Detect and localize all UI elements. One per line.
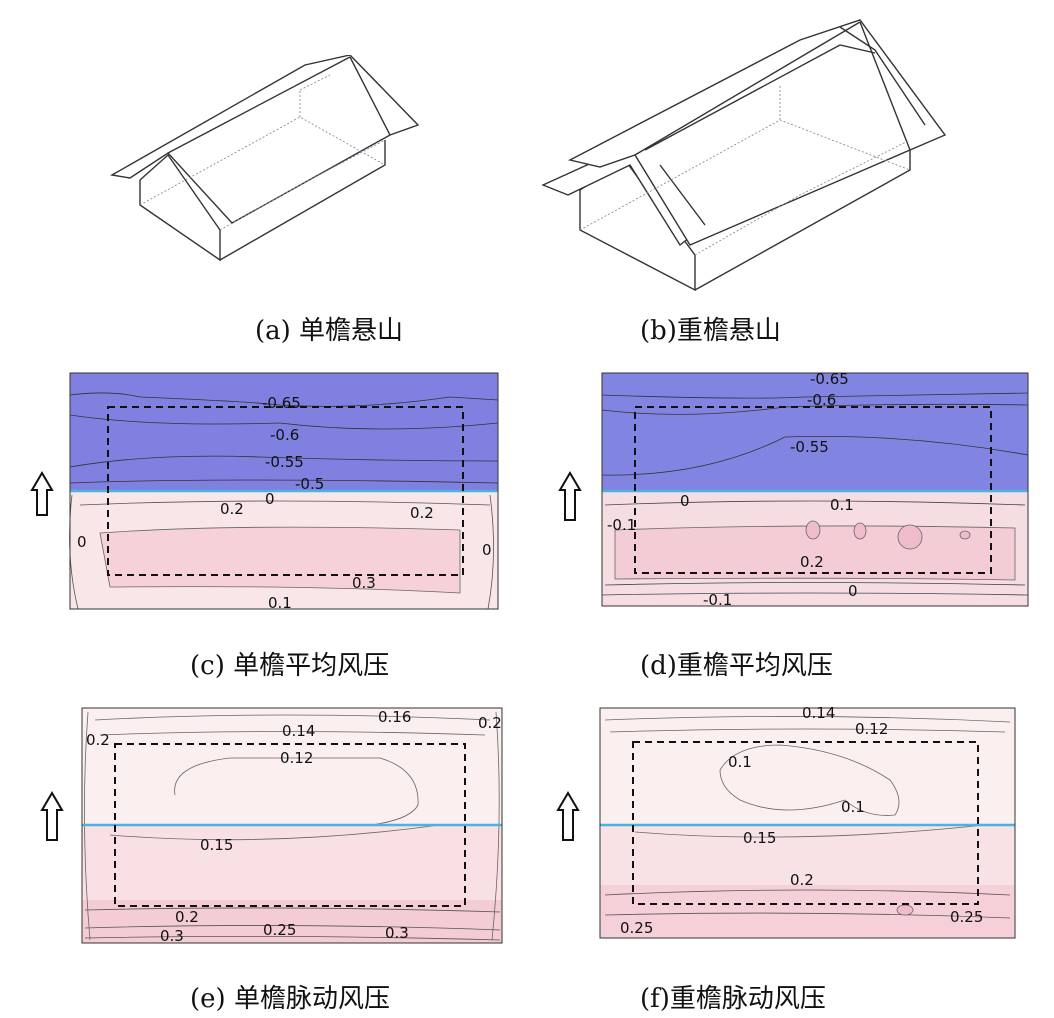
caption-a: (a) 单檐悬山 (255, 316, 404, 346)
contour-label: 0.15 (200, 836, 233, 854)
contour-label: 0 (77, 533, 87, 551)
contour-label: -0.6 (270, 426, 299, 444)
contour-label: 0.25 (263, 921, 296, 939)
contour-label: 0.1 (830, 496, 854, 514)
contour-map-e: 0.16 0.2 0.2 0.14 0.12 0.15 0.2 0.25 0.3… (40, 707, 503, 945)
caption-d: (d)重檐平均风压 (640, 651, 833, 681)
panel-e-single-eave-fluctuating-pressure: 0.16 0.2 0.2 0.14 0.12 0.15 0.2 0.25 0.3… (20, 700, 510, 950)
contour-label: 0.1 (841, 798, 865, 816)
contour-map-f: 0.14 0.12 0.1 0.1 0.15 0.2 0.25 0.25 (556, 704, 1016, 939)
contour-label: 0.12 (855, 720, 888, 738)
contour-label: 0 (265, 490, 275, 508)
caption-c: (c) 单檐平均风压 (190, 651, 390, 681)
single-eave-roof-drawing (109, 54, 420, 262)
contour-map-d: -0.65 -0.6 -0.55 0 0.1 -0.1 0.2 0 -0.1 (558, 370, 1029, 609)
contour-label: -0.1 (703, 591, 732, 609)
contour-label: 0.2 (790, 871, 814, 889)
contour-label: 0.14 (282, 722, 315, 740)
contour-label: 0 (680, 492, 690, 510)
contour-label: 0.3 (385, 924, 409, 942)
contour-label: 0.12 (280, 749, 313, 767)
contour-label: -0.65 (262, 394, 301, 412)
panel-d-double-eave-mean-pressure: -0.65 -0.6 -0.55 0 0.1 -0.1 0.2 0 -0.1 (545, 365, 1035, 615)
panel-f-double-eave-fluctuating-pressure: 0.14 0.12 0.1 0.1 0.15 0.2 0.25 0.25 (545, 700, 1035, 950)
contour-label: -0.65 (810, 370, 849, 388)
contour-label: 0.14 (802, 704, 835, 722)
roof-outline-dashed (114, 743, 466, 907)
roof-outline-dashed (107, 406, 464, 576)
contour-label: 0.25 (950, 908, 983, 926)
caption-b: (b)重檐悬山 (640, 316, 781, 346)
contour-label: 0.2 (220, 500, 244, 518)
wind-direction-arrow-icon (40, 791, 64, 841)
wind-direction-arrow-icon (558, 471, 582, 521)
panel-b-double-eave-roof (540, 15, 950, 295)
contour-label: 0.2 (800, 553, 824, 571)
caption-e: (e) 单檐脉动风压 (190, 984, 390, 1014)
contour-label: -0.55 (265, 453, 304, 471)
contour-label: 0.3 (352, 574, 376, 592)
contour-label: 0.2 (410, 504, 434, 522)
contour-label: 0.2 (86, 731, 110, 749)
roof-outline-dashed (632, 741, 979, 905)
contour-label: 0 (482, 541, 492, 559)
caption-f: (f)重檐脉动风压 (640, 984, 826, 1014)
contour-label: 0.1 (268, 594, 292, 612)
contour-label: 0.3 (160, 927, 184, 945)
contour-label: -0.5 (295, 475, 324, 493)
contour-map-c: -0.65 -0.6 -0.55 -0.5 0 0.2 0.2 0 0 0.3 … (30, 372, 499, 612)
contour-label: 0 (848, 582, 858, 600)
contour-label: -0.55 (790, 438, 829, 456)
contour-label: -0.6 (807, 391, 836, 409)
contour-label: 0.2 (478, 714, 502, 732)
double-eave-roof-drawing (541, 19, 947, 292)
panel-a-single-eave-roof (100, 54, 430, 275)
contour-label: 0.25 (620, 919, 653, 937)
contour-label: 0.1 (728, 753, 752, 771)
contour-label: 0.2 (175, 908, 199, 926)
contour-label: -0.1 (607, 516, 636, 534)
panel-c-single-eave-mean-pressure: -0.65 -0.6 -0.55 -0.5 0 0.2 0.2 0 0 0.3 … (20, 365, 510, 615)
roof-outline-dashed (634, 406, 992, 574)
wind-direction-arrow-icon (556, 791, 580, 841)
contour-label: 0.15 (743, 829, 776, 847)
wind-direction-arrow-icon (30, 471, 54, 516)
contour-label: 0.16 (378, 708, 411, 726)
